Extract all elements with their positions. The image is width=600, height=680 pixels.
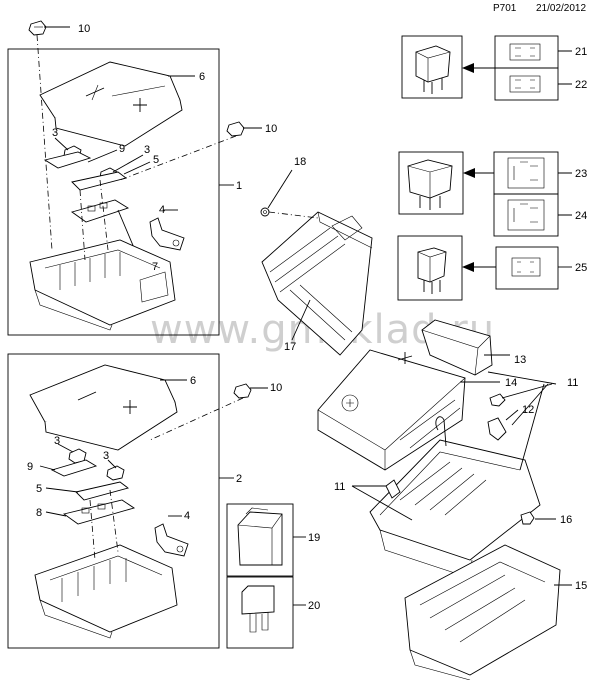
- callout-19: 19: [308, 532, 320, 544]
- callout-11: 11: [567, 377, 578, 389]
- fuse-box-base-bottom: [34, 544, 178, 639]
- relay-25: [397, 235, 572, 301]
- callout-5: 5: [36, 483, 42, 495]
- callout-16: 16: [560, 514, 572, 526]
- relay-21-22: [401, 35, 572, 101]
- clip-12-a: [489, 393, 506, 407]
- callout-22: 22: [575, 79, 587, 91]
- bolt-10-top: [28, 20, 47, 36]
- callout-11: 11: [334, 481, 345, 493]
- busbar-8-bottom: [62, 499, 136, 525]
- callout-7: 7: [152, 261, 158, 273]
- callout-3: 3: [144, 144, 150, 156]
- cover-14: [317, 349, 466, 471]
- relay-23-24: [398, 151, 572, 237]
- callout-21: 21: [575, 46, 587, 58]
- module-17: [261, 211, 373, 356]
- callout-9: 9: [27, 461, 33, 473]
- callout-10: 10: [78, 23, 90, 35]
- fuse-19: [226, 503, 306, 577]
- lower-housing-15: [404, 544, 561, 680]
- page-date: 21/02/2012: [536, 3, 586, 14]
- bolt-10-low: [233, 383, 252, 399]
- callout-12: 12: [522, 404, 534, 416]
- terminal-4-bottom: [154, 523, 189, 557]
- callout-3: 3: [52, 127, 58, 139]
- fuse-box-main-11: [369, 416, 541, 579]
- screw-16: [520, 511, 535, 525]
- callout-4: 4: [184, 510, 190, 522]
- page-code: P701: [493, 3, 517, 14]
- fuse-20: [226, 576, 306, 649]
- callout-3: 3: [103, 450, 109, 462]
- plate-5-top: [71, 171, 128, 191]
- fuse-box-base-top: [29, 239, 176, 331]
- callout-17: 17: [284, 341, 296, 353]
- terminal-4-top: [149, 217, 185, 251]
- nut-3-d: [106, 465, 125, 481]
- assembly-1-group: [7, 20, 234, 336]
- callout-23: 23: [575, 168, 587, 180]
- assembly-2-group: [7, 353, 234, 649]
- callout-18: 18: [294, 156, 306, 168]
- washer-9-top: [43, 151, 92, 169]
- assembly-2-frame: [7, 353, 220, 649]
- callout-6: 6: [190, 375, 196, 387]
- callout-14: 14: [505, 377, 517, 389]
- callout-6: 6: [199, 71, 205, 83]
- callout-15: 15: [575, 580, 587, 592]
- busbar-7-top: [70, 199, 130, 223]
- callout-3: 3: [54, 435, 60, 447]
- callout-25: 25: [575, 262, 587, 274]
- clip-12-b: [487, 417, 507, 441]
- callout-8: 8: [36, 507, 42, 519]
- callout-24: 24: [575, 210, 587, 222]
- callout-4: 4: [159, 204, 165, 216]
- callout-10: 10: [270, 382, 282, 394]
- cover-6-bottom: [29, 364, 178, 451]
- callout-20: 20: [308, 600, 320, 612]
- plate-5-bottom: [75, 481, 130, 501]
- callout-5: 5: [153, 154, 159, 166]
- callout-2: 2: [236, 473, 242, 485]
- callout-10: 10: [265, 123, 277, 135]
- callout-1: 1: [236, 180, 242, 192]
- washer-9-bottom: [50, 459, 98, 477]
- cover-13: [421, 319, 493, 376]
- callout-9: 9: [119, 143, 125, 155]
- bolt-10-mid: [226, 121, 245, 137]
- callout-13: 13: [514, 354, 526, 366]
- grommet-18: [260, 207, 270, 217]
- assembly-1-frame: [7, 48, 220, 336]
- cover-6-top: [39, 61, 183, 147]
